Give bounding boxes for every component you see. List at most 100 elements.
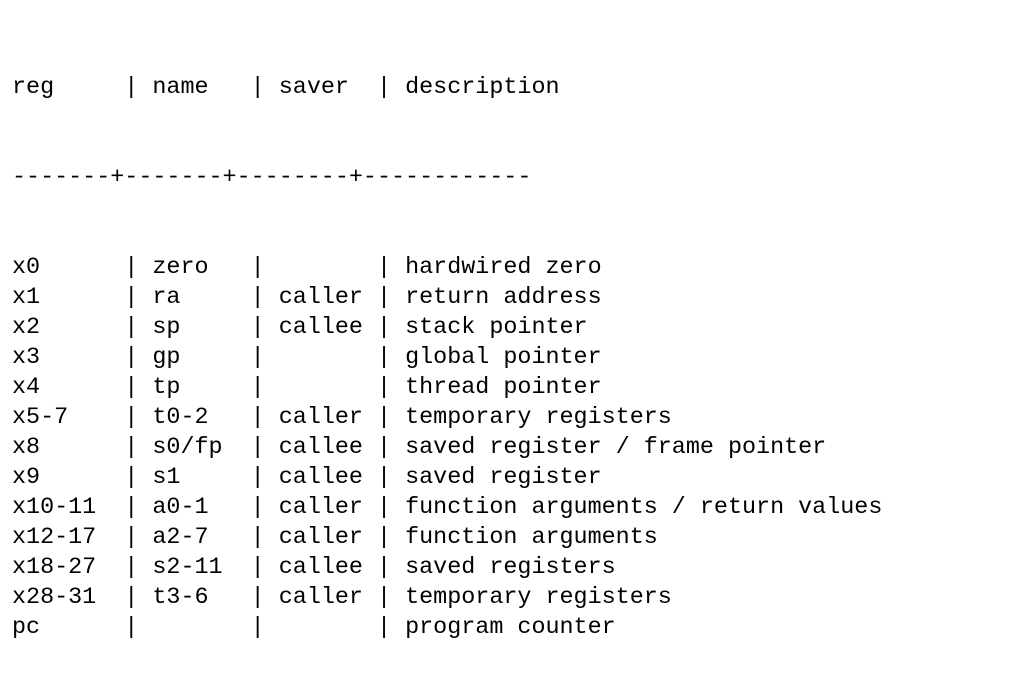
cell-description: return address <box>405 285 602 311</box>
register-table: reg | name | saver | description -------… <box>12 13 882 673</box>
cell-saver: callee <box>278 315 363 341</box>
table-row: x1 | ra | caller | return address <box>12 283 882 313</box>
cell-name: t0-2 <box>152 405 237 431</box>
table-row: x9 | s1 | callee | saved register <box>12 463 882 493</box>
column-divider: | <box>362 465 406 491</box>
cell-description: function arguments <box>405 525 658 551</box>
column-divider: | <box>236 75 279 101</box>
column-divider: | <box>362 255 406 281</box>
column-divider: | <box>236 315 279 341</box>
column-divider: | <box>110 525 153 551</box>
column-divider: | <box>236 435 279 461</box>
table-row: x0 | zero | | hardwired zero <box>12 253 882 283</box>
cell-saver: caller <box>278 585 363 611</box>
column-divider: | <box>362 585 406 611</box>
column-divider: | <box>362 435 406 461</box>
column-divider: | <box>236 285 279 311</box>
column-divider: | <box>236 405 279 431</box>
cell-name: tp <box>152 375 237 401</box>
column-divider: | <box>110 255 153 281</box>
table-row: x10-11 | a0-1 | caller | function argume… <box>12 493 882 523</box>
cell-reg: x12-17 <box>12 525 111 551</box>
column-divider: | <box>110 495 153 521</box>
cell-saver: caller <box>278 285 363 311</box>
cell-reg: x2 <box>12 315 111 341</box>
column-divider: | <box>362 405 406 431</box>
cell-name: t3-6 <box>152 585 237 611</box>
column-divider: | <box>362 75 406 101</box>
cell-reg: x5-7 <box>12 405 111 431</box>
table-row: x28-31 | t3-6 | caller | temporary regis… <box>12 583 882 613</box>
cell-name: s2-11 <box>152 555 237 581</box>
column-divider: | <box>236 345 279 371</box>
cell-reg: pc <box>12 615 111 641</box>
column-divider: | <box>110 315 153 341</box>
column-divider: | <box>110 285 153 311</box>
header-reg: reg <box>12 75 111 101</box>
cell-saver: caller <box>278 495 363 521</box>
header-name: name <box>152 75 237 101</box>
column-divider: | <box>110 405 153 431</box>
table-row: x2 | sp | callee | stack pointer <box>12 313 882 343</box>
column-divider: | <box>236 555 279 581</box>
cell-name: s1 <box>152 465 237 491</box>
table-row: x4 | tp | | thread pointer <box>12 373 882 403</box>
column-divider: | <box>362 555 406 581</box>
cell-reg: x28-31 <box>12 585 111 611</box>
cell-name: ra <box>152 285 237 311</box>
cell-reg: x10-11 <box>12 495 111 521</box>
cell-reg: x9 <box>12 465 111 491</box>
cell-name: s0/fp <box>152 435 237 461</box>
cell-saver: caller <box>278 525 363 551</box>
cell-reg: x3 <box>12 345 111 371</box>
column-divider: | <box>110 375 153 401</box>
cell-reg: x4 <box>12 375 111 401</box>
column-divider: | <box>110 75 153 101</box>
cell-description: saved register / frame pointer <box>405 435 827 461</box>
table-row: x18-27 | s2-11 | callee | saved register… <box>12 553 882 583</box>
column-divider: | <box>236 585 279 611</box>
cell-reg: x8 <box>12 435 111 461</box>
header-description: description <box>405 75 560 101</box>
column-divider: | <box>110 555 153 581</box>
column-divider: | <box>236 465 279 491</box>
table-row: x8 | s0/fp | callee | saved register / f… <box>12 433 882 463</box>
table-row: x5-7 | t0-2 | caller | temporary registe… <box>12 403 882 433</box>
cell-description: hardwired zero <box>405 255 602 281</box>
separator-row: -------+-------+--------+------------ <box>12 165 532 191</box>
cell-reg: x18-27 <box>12 555 111 581</box>
cell-saver: callee <box>278 555 363 581</box>
column-divider: | <box>362 495 406 521</box>
column-divider: | <box>362 315 406 341</box>
column-divider: | <box>362 345 406 371</box>
cell-description: stack pointer <box>405 315 588 341</box>
cell-name: a0-1 <box>152 495 237 521</box>
cell-name: zero <box>152 255 237 281</box>
cell-saver: callee <box>278 465 363 491</box>
table-row: x12-17 | a2-7 | caller | function argume… <box>12 523 882 553</box>
cell-name: sp <box>152 315 237 341</box>
cell-name: gp <box>152 345 237 371</box>
column-divider: | <box>236 615 279 641</box>
column-divider: | <box>362 525 406 551</box>
column-divider: | <box>110 345 153 371</box>
cell-reg: x1 <box>12 285 111 311</box>
cell-description: saved register <box>405 465 602 491</box>
cell-saver <box>279 255 363 281</box>
table-row: x3 | gp | | global pointer <box>12 343 882 373</box>
column-divider: | <box>110 585 153 611</box>
column-divider: | <box>110 435 153 461</box>
column-divider: | <box>110 615 153 641</box>
table-row: pc | | | program counter <box>12 613 882 643</box>
cell-reg: x0 <box>12 255 111 281</box>
cell-saver <box>279 345 363 371</box>
cell-description: saved registers <box>405 555 616 581</box>
cell-description: temporary registers <box>405 405 672 431</box>
column-divider: | <box>362 615 406 641</box>
cell-description: global pointer <box>405 345 602 371</box>
cell-saver <box>279 375 363 401</box>
header-saver: saver <box>278 75 363 101</box>
cell-name: a2-7 <box>152 525 237 551</box>
column-divider: | <box>236 375 279 401</box>
